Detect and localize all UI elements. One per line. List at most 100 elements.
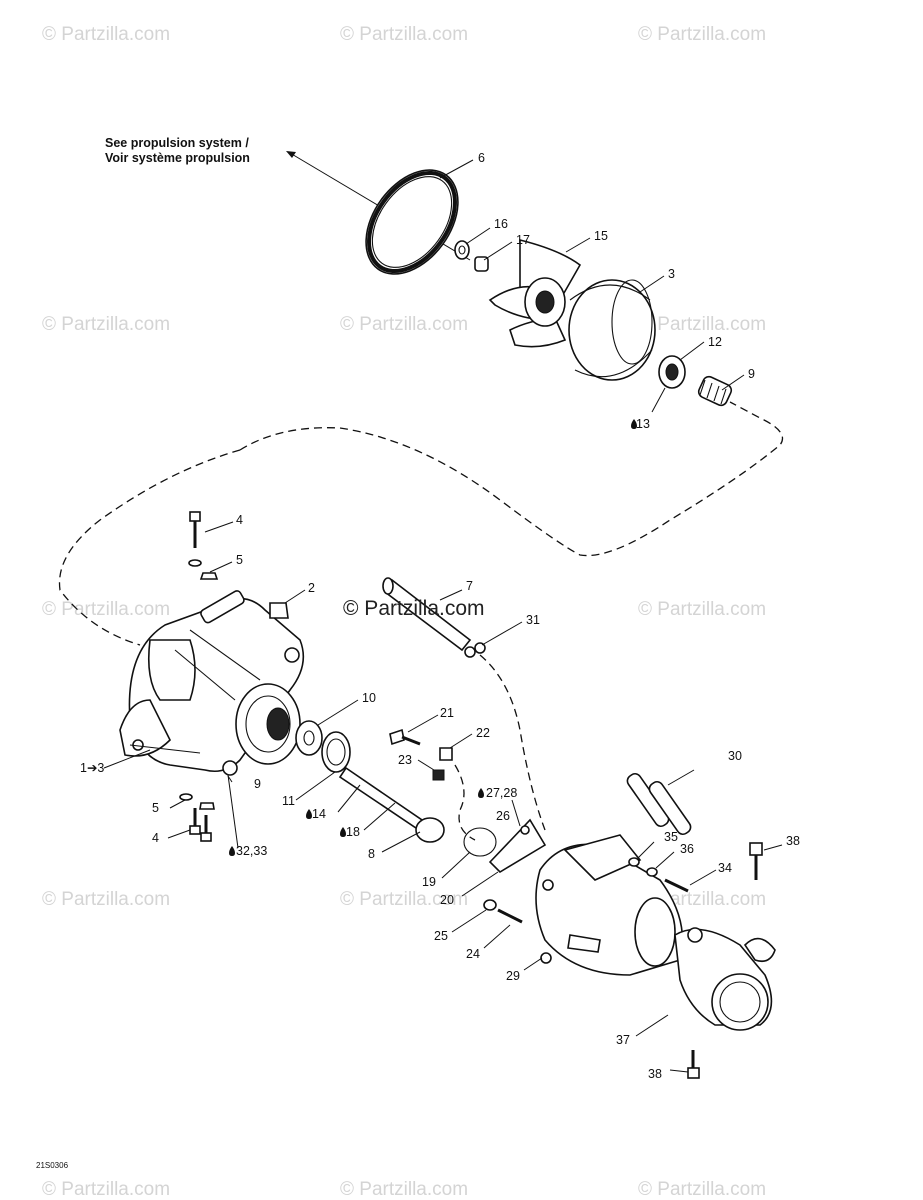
callout-label: 34 xyxy=(718,861,732,875)
sleeve-part xyxy=(626,772,692,836)
drop-icon xyxy=(306,809,312,819)
callout-label: 31 xyxy=(526,613,540,627)
washer-part xyxy=(646,867,658,877)
drop-icon xyxy=(340,827,346,837)
screw-route xyxy=(454,764,476,841)
callout-label: 29 xyxy=(506,969,520,983)
reference-note-line-1: See propulsion system / xyxy=(105,136,249,150)
washer-part xyxy=(179,793,193,801)
callout-label: 12 xyxy=(708,335,722,349)
watermark: © Partzilla.com xyxy=(638,599,766,620)
screw-part xyxy=(687,1050,700,1079)
callout-label: 6 xyxy=(478,151,485,165)
screw-part xyxy=(389,728,421,746)
plug-part xyxy=(269,602,289,619)
callout-label: 5 xyxy=(152,801,159,815)
callout-label: 4 xyxy=(152,831,159,845)
bearing-race xyxy=(326,738,346,766)
bolt-part xyxy=(664,878,689,893)
thrust-washer-hole xyxy=(303,730,315,746)
washer-part xyxy=(628,857,640,867)
impeller-housing-part xyxy=(568,279,656,381)
callout-label: 5 xyxy=(236,553,243,567)
callout-label: 22 xyxy=(476,726,490,740)
watermark: © Partzilla.com xyxy=(340,24,468,45)
callout-label: 7 xyxy=(466,579,473,593)
thrust-washer-part xyxy=(295,720,323,756)
watermark: © Partzilla.com xyxy=(340,1179,468,1200)
watermark-layer: © Partzilla.com © Partzilla.com © Partzi… xyxy=(42,24,766,1200)
arrow-head xyxy=(286,151,296,158)
hose-route xyxy=(479,654,546,831)
callout-label: 38 xyxy=(648,1067,662,1081)
watermark: © Partzilla.com xyxy=(638,314,766,335)
callout-label: 3 xyxy=(668,267,675,281)
washer-part xyxy=(199,572,219,580)
callout-label: 23 xyxy=(398,753,412,767)
watermark: © Partzilla.com xyxy=(42,889,170,910)
callout-label: 26 xyxy=(496,809,510,823)
callout-label: 37 xyxy=(616,1033,630,1047)
callout-label: 10 xyxy=(362,691,376,705)
callout-label: 8 xyxy=(368,847,375,861)
callout-label: 9 xyxy=(254,777,261,791)
wear-ring-part xyxy=(365,169,459,275)
callout-label: 4 xyxy=(236,513,243,527)
washer-hole xyxy=(458,245,466,255)
washer-part xyxy=(454,240,470,260)
drop-icon xyxy=(478,788,484,798)
callout-label: 17 xyxy=(516,233,530,247)
impeller-part xyxy=(488,238,582,348)
drop-icon-group xyxy=(229,419,637,856)
callout-label: 20 xyxy=(440,893,454,907)
callout-label: 11 xyxy=(282,794,295,808)
bolt-part xyxy=(497,908,523,924)
callout-label: 25 xyxy=(434,929,448,943)
bolt-part xyxy=(200,815,212,842)
shaft-part xyxy=(338,766,445,843)
callout-label: 16 xyxy=(494,217,508,231)
callout-label: 27,28 xyxy=(486,786,517,800)
callout-label: 14 xyxy=(312,807,326,821)
nut-part xyxy=(432,769,445,781)
washer-part xyxy=(199,802,215,810)
cone-part xyxy=(488,818,547,874)
callout-label: 2 xyxy=(308,581,315,595)
needle-bearing-part xyxy=(697,375,733,407)
assembly-outline xyxy=(58,401,784,646)
o-ring-part xyxy=(463,827,497,857)
nut-part xyxy=(439,747,453,761)
callout-label: 15 xyxy=(594,229,608,243)
washer-part xyxy=(483,899,497,911)
fitting-part xyxy=(520,825,530,835)
reference-note-line-2: Voir système propulsion xyxy=(105,151,250,165)
callout-label: 36 xyxy=(680,842,694,856)
callout-label: 21 xyxy=(440,706,454,720)
watermark: © Partzilla.com xyxy=(340,889,468,910)
watermark: © Partzilla.com xyxy=(42,1179,170,1200)
drop-icon xyxy=(229,846,235,856)
callout-label: 30 xyxy=(728,749,742,763)
nozzle-part xyxy=(674,927,776,1031)
bolt-part xyxy=(189,808,201,835)
callout-label: 1➔3 xyxy=(80,761,104,775)
seal-hole xyxy=(665,363,679,381)
leader-lines xyxy=(103,159,783,1073)
drop-icon xyxy=(631,419,637,429)
callout-label: 9 xyxy=(748,367,755,381)
watermark: © Partzilla.com xyxy=(42,599,170,620)
watermark: © Partzilla.com xyxy=(340,314,468,335)
watermark: © Partzilla.com xyxy=(42,24,170,45)
callout-label: 19 xyxy=(422,875,436,889)
washer-part xyxy=(188,559,202,567)
bearing-part xyxy=(321,731,351,773)
callout-label: 38 xyxy=(786,834,800,848)
center-watermark: © Partzilla.com xyxy=(343,597,485,620)
callout-label: 24 xyxy=(466,947,480,961)
watermark: © Partzilla.com xyxy=(42,314,170,335)
venturi-part xyxy=(535,834,684,976)
callout-label: 32,33 xyxy=(236,844,267,858)
hose-part xyxy=(382,577,486,658)
callout-label: 18 xyxy=(346,825,360,839)
